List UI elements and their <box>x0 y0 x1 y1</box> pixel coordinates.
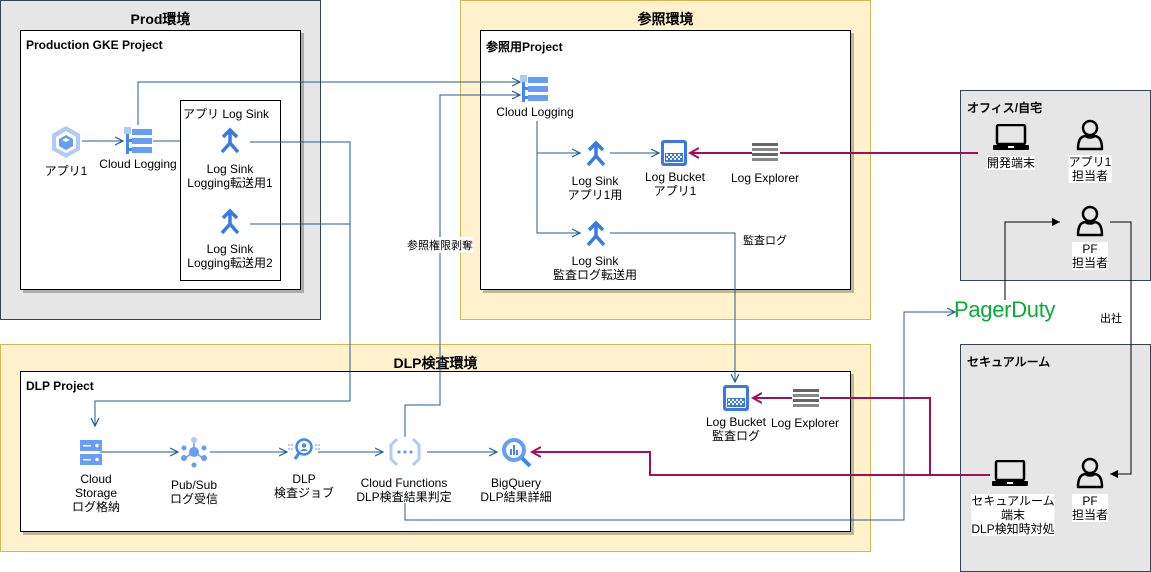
office-environment-title: オフィス/自宅 <box>967 101 1043 115</box>
ref-sink-audit-label: Log Sink 監査ログ転送用 <box>552 254 638 282</box>
cloud-functions-icon <box>388 437 422 472</box>
user-icon <box>1075 205 1105 242</box>
dlp-environment-title: DLP検査環境 <box>393 355 478 371</box>
user-icon <box>1075 119 1105 156</box>
pf-owner-secure-label: PF 担当者 <box>1071 494 1109 522</box>
ref-logging-label: Cloud Logging <box>496 105 574 119</box>
log-bucket-icon <box>660 139 688 172</box>
log-sink-icon <box>585 140 607 173</box>
sink1-label: Log Sink Logging転送用1 <box>187 162 273 190</box>
dlp-explorer-label: Log Explorer <box>770 416 840 430</box>
reference-project-title: 参照用Project <box>486 40 563 54</box>
cloud-logging-icon <box>520 75 550 108</box>
dlp-icon <box>288 438 320 471</box>
pubsub-label: Pub/Sub ログ受信 <box>169 478 219 506</box>
gke-hexagon-icon <box>50 125 82 164</box>
cloud-storage-icon <box>80 440 102 471</box>
bigquery-icon <box>500 436 532 473</box>
log-sink-icon <box>219 208 241 241</box>
secure-room-environment: セキュアルーム <box>960 344 1151 572</box>
laptop-icon <box>991 459 1029 493</box>
storage-label: Cloud Storage ログ格納 <box>71 472 121 514</box>
dev-terminal-label: 開発端末 <box>986 156 1036 170</box>
pf-owner-office-label: PF 担当者 <box>1071 242 1109 270</box>
audit-log-edge-label: 監査ログ <box>743 235 787 247</box>
log-sink-icon <box>219 127 241 160</box>
production-gke-project-title: Production GKE Project <box>26 38 163 52</box>
secure-terminal-label: セキュアルーム 端末 DLP検知時対処 <box>971 494 1055 536</box>
ref-bucket-app-label: Log Bucket アプリ1 <box>644 170 706 198</box>
dlp-job-label: DLP 検査ジョブ <box>273 472 335 500</box>
revoke-edge-label: 参照権限剥奪 <box>407 237 473 253</box>
pagerduty-logo: PagerDuty <box>954 297 1056 322</box>
functions-label: Cloud Functions DLP検査結果判定 <box>356 476 452 504</box>
cloud-logging-icon <box>124 127 154 160</box>
log-bucket-icon <box>722 384 750 417</box>
laptop-icon <box>992 123 1030 157</box>
pubsub-icon <box>178 436 210 473</box>
log-explorer-icon <box>752 143 778 168</box>
secure-room-environment-title: セキュアルーム <box>967 355 1051 369</box>
log-sink-icon <box>585 220 607 253</box>
user-icon <box>1075 457 1105 494</box>
prod-logging-label: Cloud Logging <box>99 157 177 171</box>
ref-sink-app-label: Log Sink アプリ1用 <box>567 174 623 202</box>
prod-environment-title: Prod環境 <box>130 11 191 27</box>
office-environment: オフィス/自宅 <box>960 90 1151 281</box>
dlp-project-title: DLP Project <box>26 379 94 393</box>
log-explorer-icon <box>793 389 819 414</box>
app1-owner-label: アプリ1 担当者 <box>1068 155 1112 183</box>
app-log-sink-group-title: アプリ Log Sink <box>183 107 270 121</box>
reference-environment-title: 参照環境 <box>637 11 694 27</box>
audit-bucket-label: Log Bucket 監査ログ <box>705 415 767 443</box>
sink2-label: Log Sink Logging転送用2 <box>187 242 273 270</box>
bigquery-label: BigQuery DLP結果詳細 <box>480 476 552 504</box>
ref-explorer-label: Log Explorer <box>730 171 800 185</box>
app1-label: アプリ1 <box>44 164 88 178</box>
go-office-edge-label: 出社 <box>1100 313 1122 325</box>
